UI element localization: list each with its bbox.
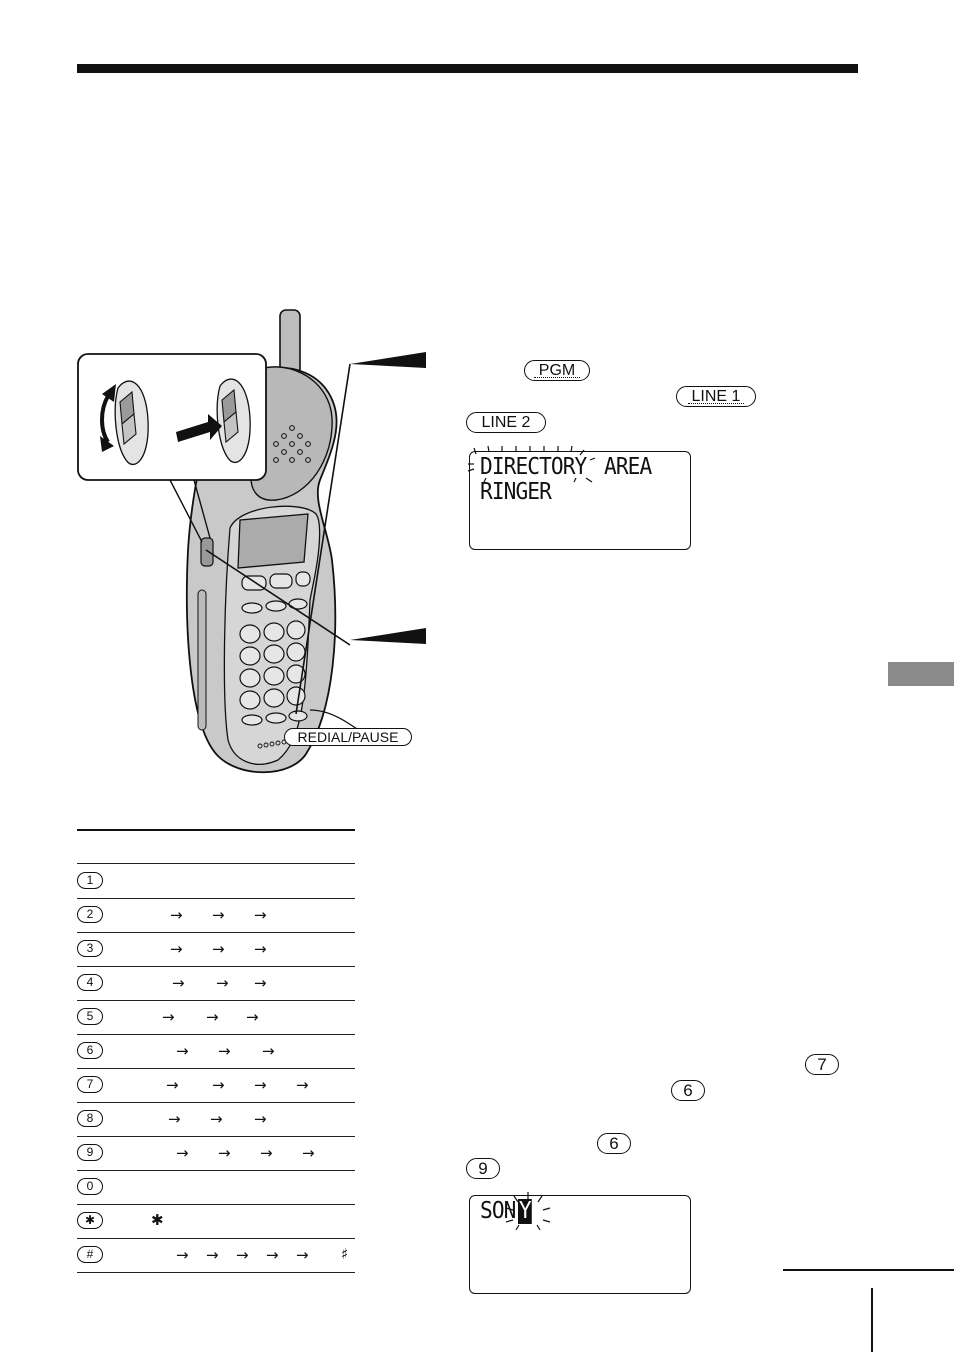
- table-arrow-icon: →: [176, 1246, 189, 1264]
- table-row-rule: [77, 1272, 355, 1273]
- key-6-button[interactable]: 6: [597, 1133, 631, 1154]
- table-arrow-icon: →: [170, 906, 183, 924]
- table-row-rule: [77, 1136, 355, 1137]
- table-row: 8 → → →: [77, 1102, 355, 1136]
- key-7-button[interactable]: 7: [805, 1054, 839, 1075]
- table-arrow-icon: →: [206, 1008, 219, 1026]
- cursor-blink-rays: [505, 1192, 551, 1231]
- table-arrow-icon: →: [176, 1042, 189, 1060]
- table-arrow-icon: →: [246, 1008, 259, 1026]
- table-arrow-icon: →: [206, 1246, 219, 1264]
- table-row: 1: [77, 864, 355, 898]
- table-row-rule: [77, 966, 355, 967]
- table-key-button: 2: [77, 906, 103, 923]
- table-arrow-icon: →: [296, 1246, 309, 1264]
- line2-button[interactable]: LINE 2: [466, 412, 546, 433]
- table-arrow-icon: →: [236, 1246, 249, 1264]
- table-arrow-icon: →: [162, 1008, 175, 1026]
- table-arrow-icon: →: [176, 1144, 189, 1162]
- table-arrow-icon: →: [254, 1076, 267, 1094]
- table-row-rule: [77, 1204, 355, 1205]
- lcd-name-text: SON: [480, 1198, 516, 1224]
- table-row-rule: [77, 898, 355, 899]
- table-arrow-icon: →: [212, 1076, 225, 1094]
- table-row-rule: [77, 1000, 355, 1001]
- key-6-button[interactable]: 6: [671, 1080, 705, 1101]
- table-row: ✱✱: [77, 1204, 355, 1238]
- table-key-button: 8: [77, 1110, 103, 1127]
- table-row-rule: [77, 1238, 355, 1239]
- table-key-button: 7: [77, 1076, 103, 1093]
- table-arrow-icon: →: [212, 906, 225, 924]
- table-arrow-icon: →: [254, 906, 267, 924]
- table-header-rule: [77, 863, 355, 864]
- table-row: 0: [77, 1170, 355, 1204]
- table-key-button: 4: [77, 974, 103, 991]
- table-row: 4 → → →: [77, 966, 355, 1000]
- key-9-button[interactable]: 9: [466, 1158, 500, 1179]
- table-key-button: 5: [77, 1008, 103, 1025]
- line1-button[interactable]: LINE 1: [676, 386, 756, 407]
- table-row: 6 → → →: [77, 1034, 355, 1068]
- page-divider: [871, 1288, 873, 1352]
- table-key-button: 1: [77, 872, 103, 889]
- table-top-rule: [77, 829, 355, 831]
- table-row-rule: [77, 1034, 355, 1035]
- table-arrow-icon: →: [302, 1144, 315, 1162]
- table-row: 7 → → → →: [77, 1068, 355, 1102]
- table-row-rule: [77, 1102, 355, 1103]
- table-arrow-icon: →: [210, 1110, 223, 1128]
- table-arrow-icon: →: [260, 1144, 273, 1162]
- table-arrow-icon: →: [218, 1042, 231, 1060]
- lcd-line2-ringer: RINGER: [480, 479, 552, 505]
- table-row-rule: [77, 1068, 355, 1069]
- table-arrow-icon: →: [254, 974, 267, 992]
- header-rule: [77, 64, 858, 73]
- table-arrow-icon: →: [212, 940, 225, 958]
- redial-pause-button[interactable]: REDIAL/PAUSE: [284, 728, 412, 746]
- lcd-line1-area: AREA: [604, 454, 652, 480]
- lcd-line1-directory: DIRECTORY: [480, 454, 587, 480]
- table-key-button: ✱: [77, 1212, 103, 1229]
- table-arrow-icon: →: [296, 1076, 309, 1094]
- table-row-rule: [77, 932, 355, 933]
- blink-rays: [467, 445, 596, 483]
- table-key-button: 0: [77, 1178, 103, 1195]
- pgm-button[interactable]: PGM: [524, 360, 590, 381]
- lcd-display-name-entry: SON Y: [469, 1192, 691, 1294]
- table-arrow-icon: →: [218, 1144, 231, 1162]
- table-row: 2 → → →: [77, 898, 355, 932]
- table-arrow-icon: →: [170, 940, 183, 958]
- table-arrow-icon: →: [254, 1110, 267, 1128]
- table-arrow-icon: →: [266, 1246, 279, 1264]
- lcd-cursor: Y: [518, 1198, 532, 1224]
- lcd-display-menu: DIRECTORY AREA RINGER: [467, 445, 691, 550]
- table-key-button: 9: [77, 1144, 103, 1161]
- table-key-button: 6: [77, 1042, 103, 1059]
- table-arrow-icon: →: [168, 1110, 181, 1128]
- handset-illustration: [77, 309, 426, 774]
- table-row-rule: [77, 1170, 355, 1171]
- table-arrow-icon: →: [166, 1076, 179, 1094]
- table-symbol: ♯: [341, 1245, 349, 1263]
- table-symbol: ✱: [151, 1211, 164, 1229]
- footer-rule: [783, 1269, 954, 1271]
- section-tab: [888, 662, 954, 686]
- table-row: 3 → → →: [77, 932, 355, 966]
- table-key-button: 3: [77, 940, 103, 957]
- table-arrow-icon: →: [172, 974, 185, 992]
- table-arrow-icon: →: [254, 940, 267, 958]
- table-arrow-icon: →: [262, 1042, 275, 1060]
- table-arrow-icon: →: [216, 974, 229, 992]
- table-key-button: #: [77, 1246, 103, 1263]
- table-row: # → → → → → ♯: [77, 1238, 355, 1272]
- table-row: 5 → → →: [77, 1000, 355, 1034]
- table-row: 9 → → → →: [77, 1136, 355, 1170]
